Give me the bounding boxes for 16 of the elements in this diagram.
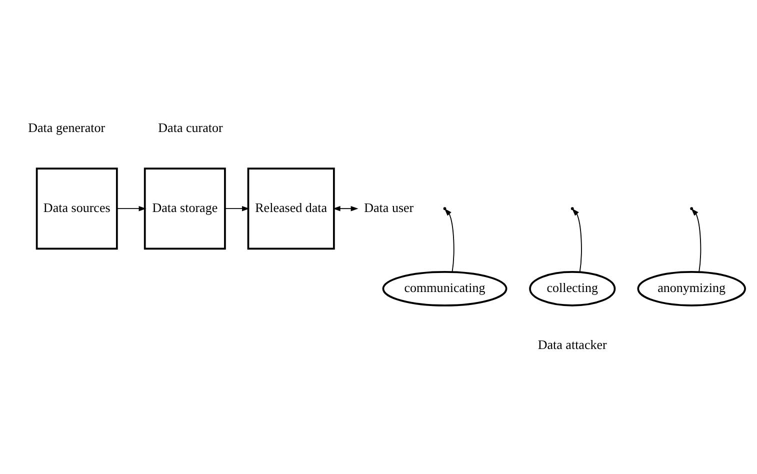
- node-label: Data generator: [28, 120, 106, 135]
- arrow: [224, 206, 250, 212]
- arrow: [116, 206, 146, 212]
- arrow: [691, 208, 702, 272]
- node-box: Released data: [247, 168, 335, 250]
- node-ellipse: communicating: [382, 271, 508, 306]
- arrow: [444, 208, 454, 272]
- node-box: Data sources: [36, 168, 118, 250]
- label: Data curator: [158, 120, 223, 135]
- node-box: Data storage: [144, 168, 226, 250]
- label: Data attacker: [538, 336, 607, 352]
- node-ellipse: anonymizing: [637, 271, 746, 306]
- arrow: [332, 206, 358, 212]
- node-text: Data user: [364, 200, 414, 216]
- node-ellipse: collecting: [529, 271, 616, 306]
- arrow: [572, 208, 582, 272]
